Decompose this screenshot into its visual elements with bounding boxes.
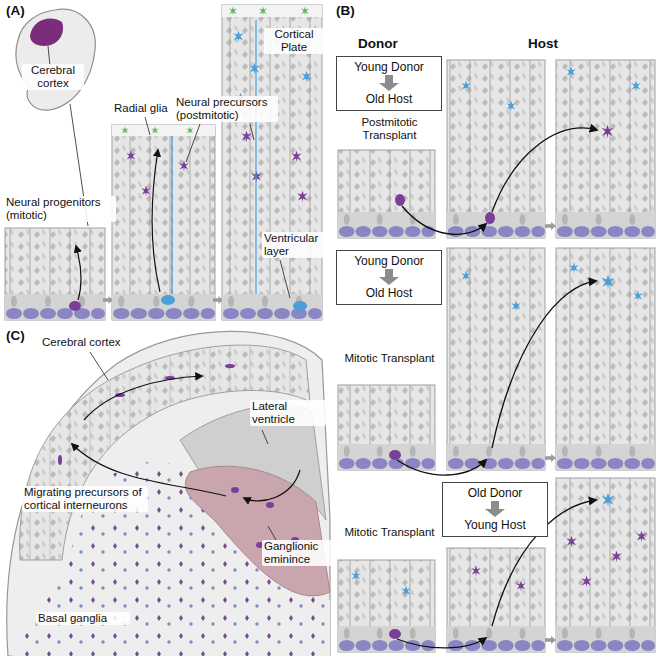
part-label: Basal ganglia [36, 612, 130, 625]
cortex-column [5, 228, 105, 320]
panel-heading: Host [526, 36, 560, 52]
part-label: Mitotic Transplant [340, 352, 439, 365]
cortex-column [338, 478, 655, 652]
box-text: Old Host [341, 92, 437, 106]
brain-section [7, 331, 330, 656]
part-label: Cortical Plate [264, 28, 324, 54]
part-label: Radial glia [112, 102, 178, 115]
embryo [16, 9, 95, 110]
part-label: Ganglionic eminince [262, 540, 332, 566]
cortex-column [338, 248, 655, 470]
part-label: Postmitotic Transplant [340, 116, 439, 142]
condition-box: Young DonorOld Host [336, 250, 442, 305]
part-label: Neural precursors (postmitotic) [174, 96, 278, 122]
panel-heading: (B) [334, 3, 357, 19]
box-text: Old Donor [447, 486, 543, 500]
part-label: Cerebral cortex [22, 64, 84, 90]
condition-box: Young DonorOld Host [336, 56, 442, 111]
part-label: Ventricular layer [262, 232, 330, 258]
down-arrow [378, 75, 400, 91]
part-label: Mitotic Transplant [340, 526, 439, 539]
part-label: Migrating precursors of cortical interne… [22, 486, 148, 512]
part-label: Neural progenitors (mitotic) [4, 196, 116, 222]
panel-heading: (A) [4, 3, 27, 19]
down-arrow [378, 269, 400, 285]
panel-heading: Donor [356, 36, 400, 52]
panel-heading: (C) [4, 328, 27, 344]
box-text: Young Host [447, 518, 543, 532]
cortex-column [112, 125, 215, 320]
part-label: Lateral ventricle [250, 400, 326, 426]
down-arrow [484, 501, 506, 517]
box-text: Old Host [341, 286, 437, 300]
part-label: Cerebral cortex [40, 336, 123, 349]
leader-line [48, 46, 50, 66]
cortex-column [338, 60, 655, 238]
condition-box: Old DonorYoung Host [442, 482, 548, 537]
box-text: Young Donor [341, 60, 437, 74]
box-text: Young Donor [341, 254, 437, 268]
